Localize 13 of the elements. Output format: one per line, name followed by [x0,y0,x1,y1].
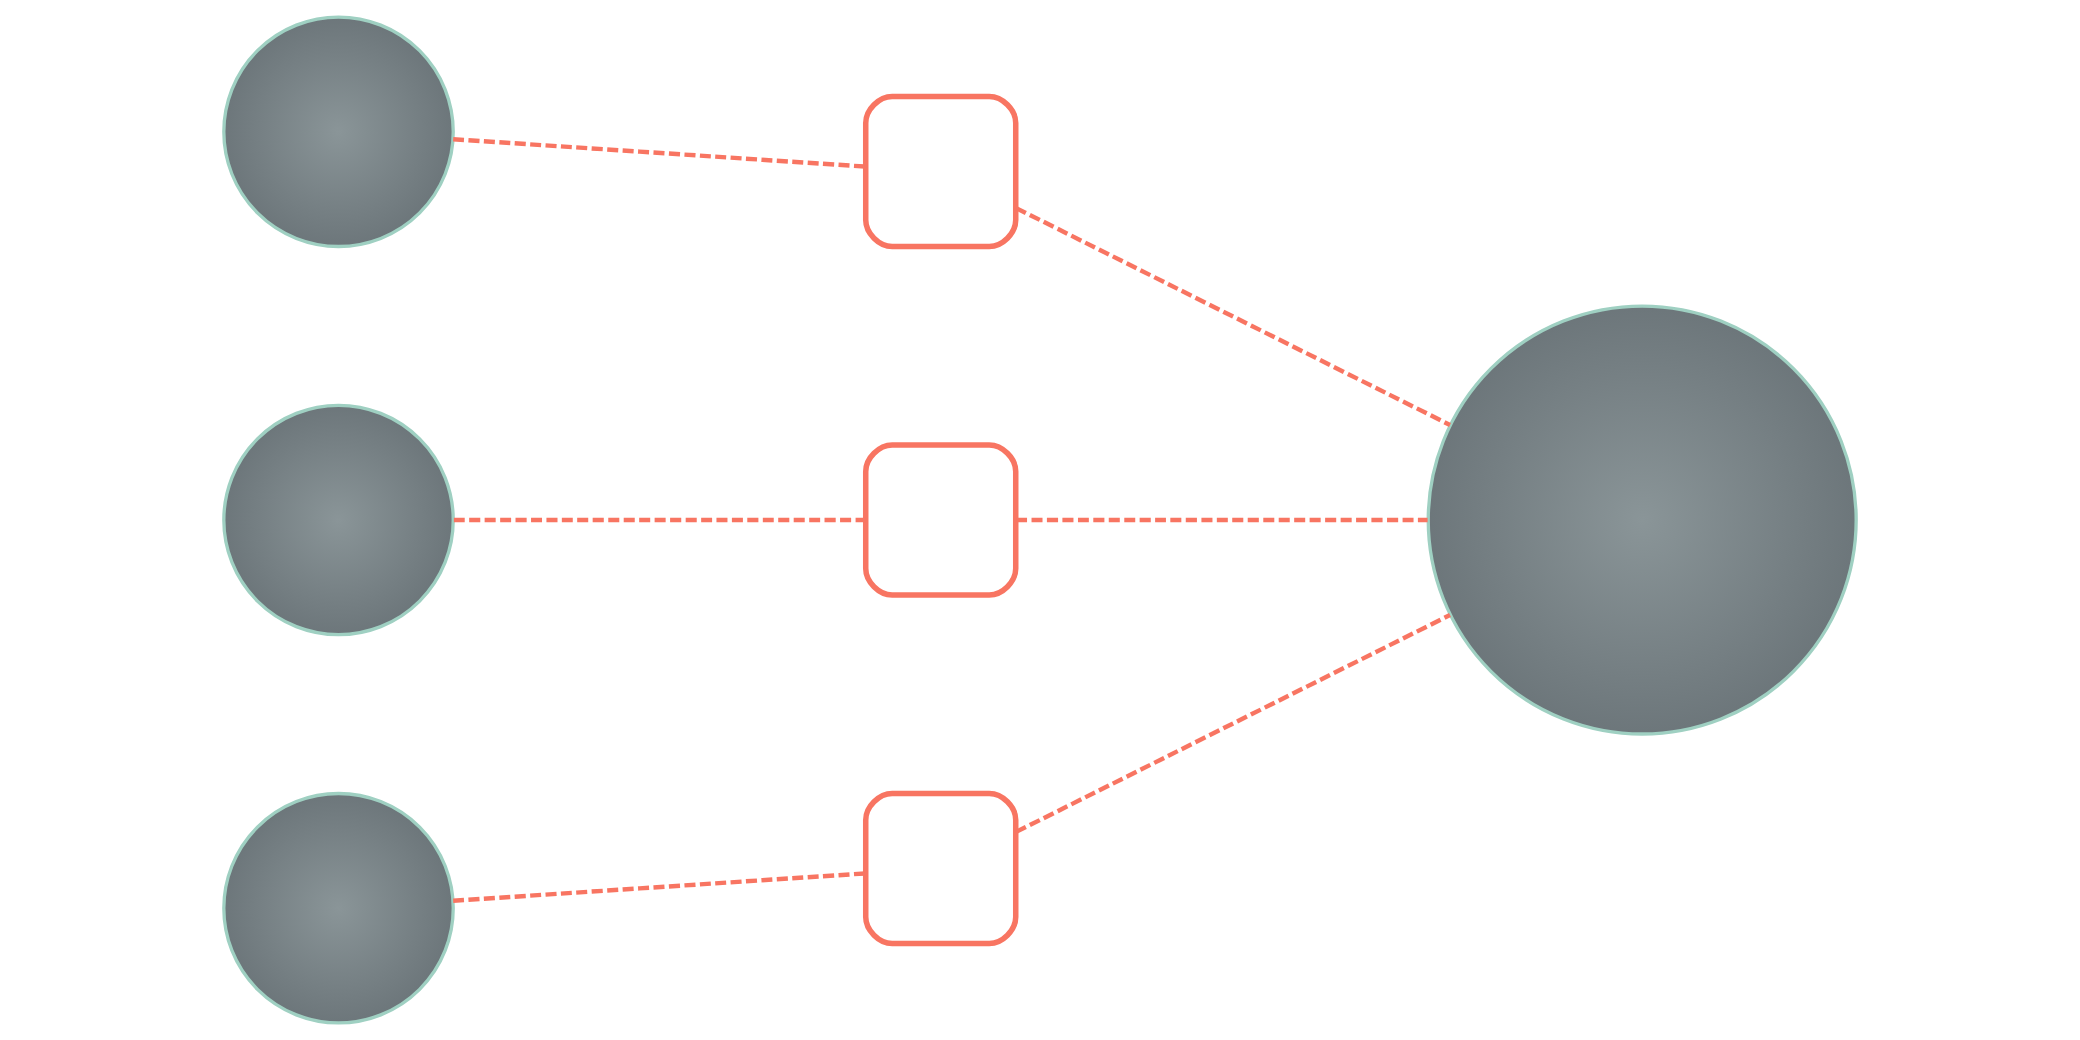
node-circle [1426,304,1858,736]
node-box [863,790,1019,947]
node-box [863,93,1019,250]
connector [453,517,866,523]
node-circle [222,15,455,249]
connector [1015,613,1451,834]
connector [1016,517,1428,523]
connector [453,871,866,903]
node-circle [222,403,455,637]
node-circle [222,791,455,1025]
connector [1015,206,1451,427]
node-box [863,442,1019,598]
connector [453,137,866,169]
